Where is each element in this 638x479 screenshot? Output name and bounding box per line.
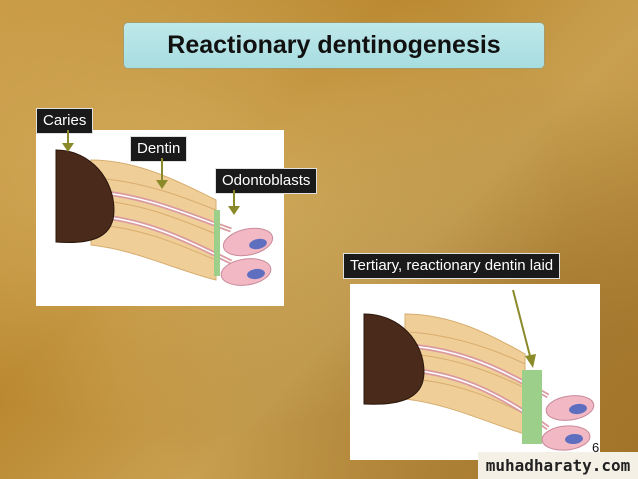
label-dentin: Dentin	[130, 136, 188, 162]
dentin-diagram-before	[55, 149, 274, 286]
label-tertiary-dentin: Tertiary, reactionary dentin laid	[343, 253, 561, 279]
caries-lesion-after	[363, 313, 425, 405]
arrow-odontoblasts	[228, 190, 240, 215]
arrow-tertiary-dentin	[512, 289, 536, 368]
slide-title: Reactionary dentinogenesis	[167, 31, 501, 59]
arrow-dentin	[156, 158, 168, 189]
dentin-diagram-after	[363, 313, 595, 451]
label-caries: Caries	[36, 108, 94, 134]
title-banner: Reactionary dentinogenesis	[124, 23, 544, 68]
watermark: muhadharaty.com	[478, 452, 638, 479]
label-odontoblasts: Odontoblasts	[215, 168, 318, 194]
caries-lesion	[55, 149, 115, 244]
diagram-panel-after	[350, 284, 600, 460]
page-number: 6	[592, 440, 600, 455]
tertiary-dentin-layer	[522, 370, 542, 444]
arrow-caries	[62, 130, 74, 152]
